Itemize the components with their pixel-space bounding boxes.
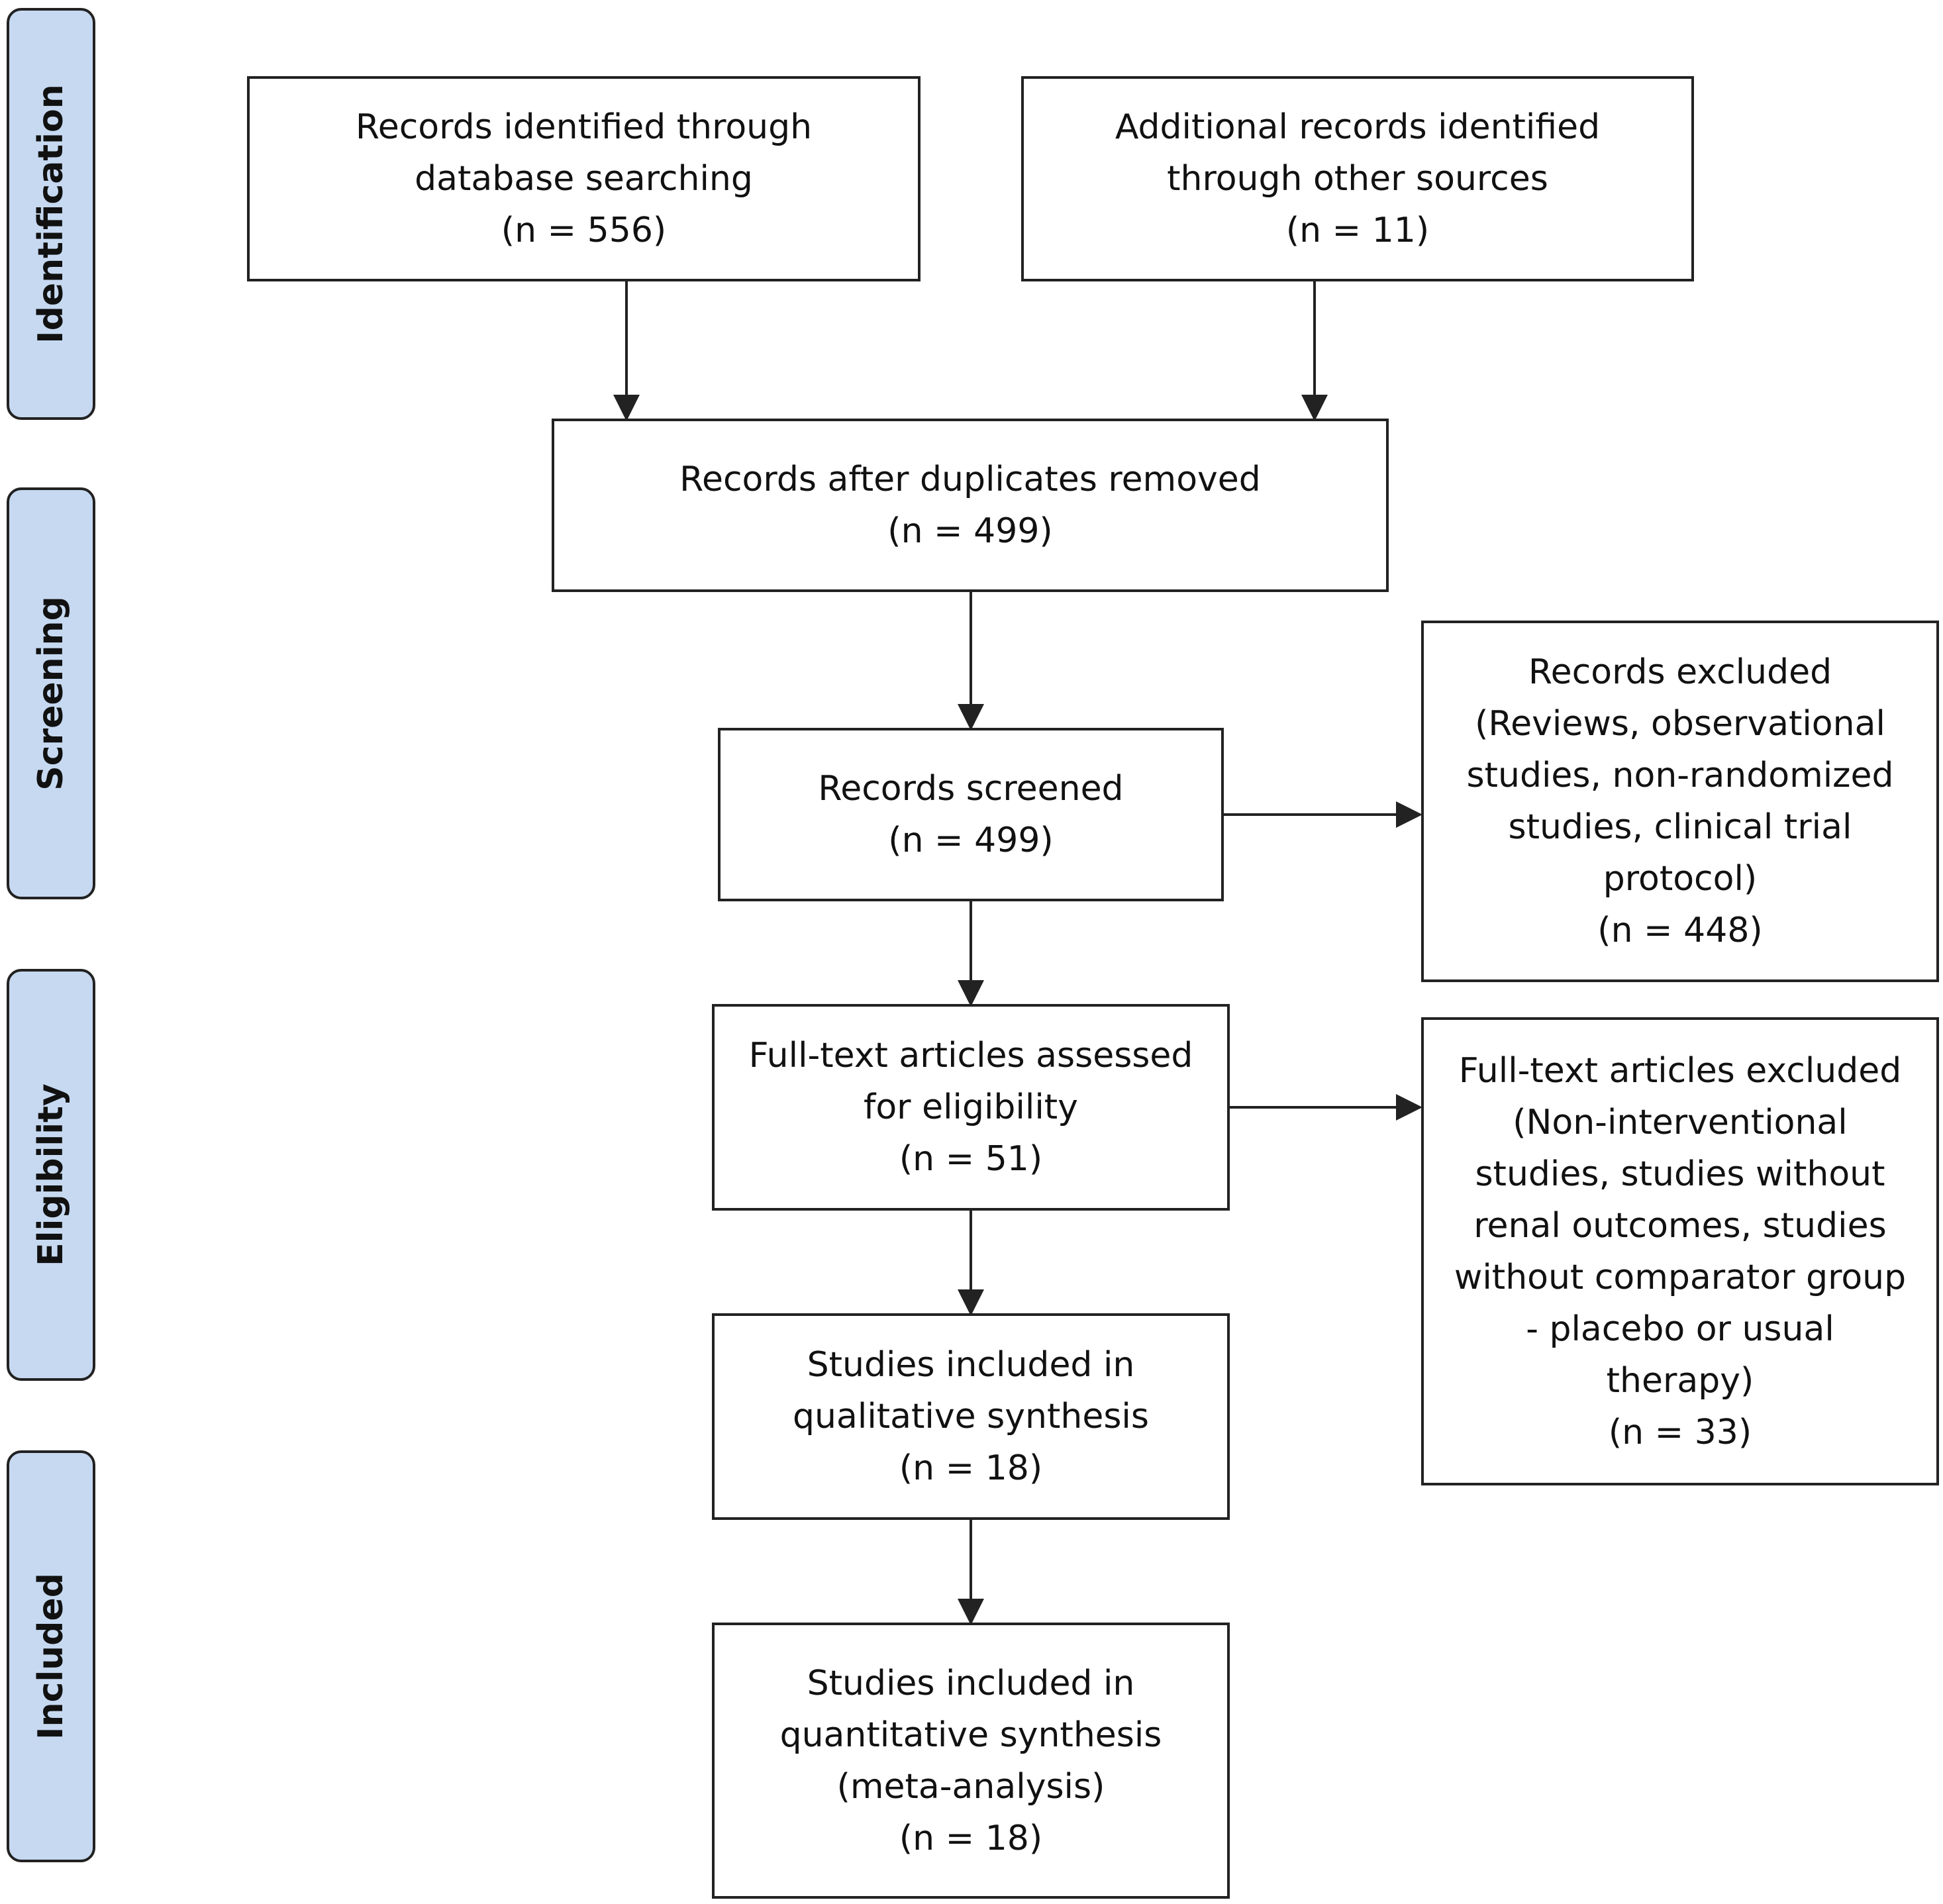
stage-identification: Identification xyxy=(7,8,95,420)
box-fulltext-excluded-text: Full-text articles excluded (Non-interve… xyxy=(1454,1050,1907,1452)
box-fulltext-assessed-text: Full-text articles assessed for eligibil… xyxy=(748,1036,1193,1179)
box-records-excluded-text: Records excluded (Reviews, observational… xyxy=(1466,652,1894,950)
box-other-sources-text: Additional records identified through ot… xyxy=(1115,107,1601,250)
box-database-search: Records identified through database sear… xyxy=(247,76,921,281)
box-quantitative-synthesis-text: Studies included in quantitative synthes… xyxy=(779,1663,1162,1858)
stage-included: Included xyxy=(7,1450,95,1862)
box-records-excluded: Records excluded (Reviews, observational… xyxy=(1421,621,1939,982)
box-qualitative-synthesis-text: Studies included in qualitative synthesi… xyxy=(793,1345,1149,1488)
stage-screening: Screening xyxy=(7,487,95,899)
box-other-sources: Additional records identified through ot… xyxy=(1021,76,1694,281)
box-duplicates-removed: Records after duplicates removed (n = 49… xyxy=(552,419,1389,592)
box-qualitative-synthesis: Studies included in qualitative synthesi… xyxy=(712,1313,1230,1520)
box-fulltext-assessed: Full-text articles assessed for eligibil… xyxy=(712,1004,1230,1211)
box-records-screened: Records screened (n = 499) xyxy=(718,728,1224,901)
stage-eligibility: Eligibility xyxy=(7,969,95,1381)
box-duplicates-removed-text: Records after duplicates removed (n = 49… xyxy=(679,460,1261,551)
box-quantitative-synthesis: Studies included in quantitative synthes… xyxy=(712,1623,1230,1899)
box-fulltext-excluded: Full-text articles excluded (Non-interve… xyxy=(1421,1017,1939,1485)
box-database-search-text: Records identified through database sear… xyxy=(355,107,813,250)
box-records-screened-text: Records screened (n = 499) xyxy=(818,769,1124,860)
